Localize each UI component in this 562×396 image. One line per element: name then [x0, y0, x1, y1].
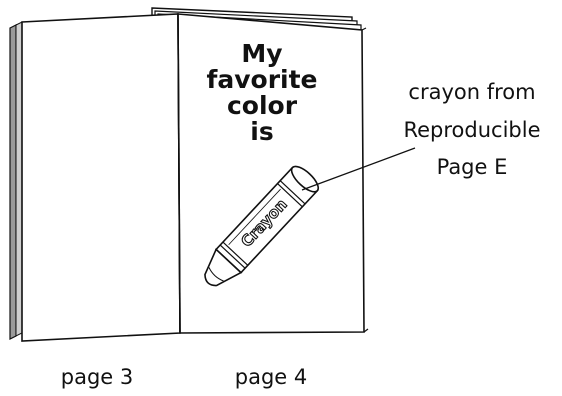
title-line-4: is	[250, 117, 273, 146]
title-line-2: favorite	[206, 65, 317, 94]
callout-line-1: crayon from	[408, 80, 535, 104]
left-cover-edge	[10, 22, 22, 339]
title-line-3: color	[227, 91, 298, 120]
callout-text: crayon from Reproducible Page E	[403, 80, 540, 179]
title-line-1: My	[241, 39, 282, 68]
callout-line-3: Page E	[437, 155, 508, 179]
page-label-right: page 4	[235, 365, 308, 389]
page-label-left: page 3	[61, 365, 134, 389]
left-page	[22, 14, 180, 341]
callout-line-2: Reproducible	[403, 118, 540, 142]
